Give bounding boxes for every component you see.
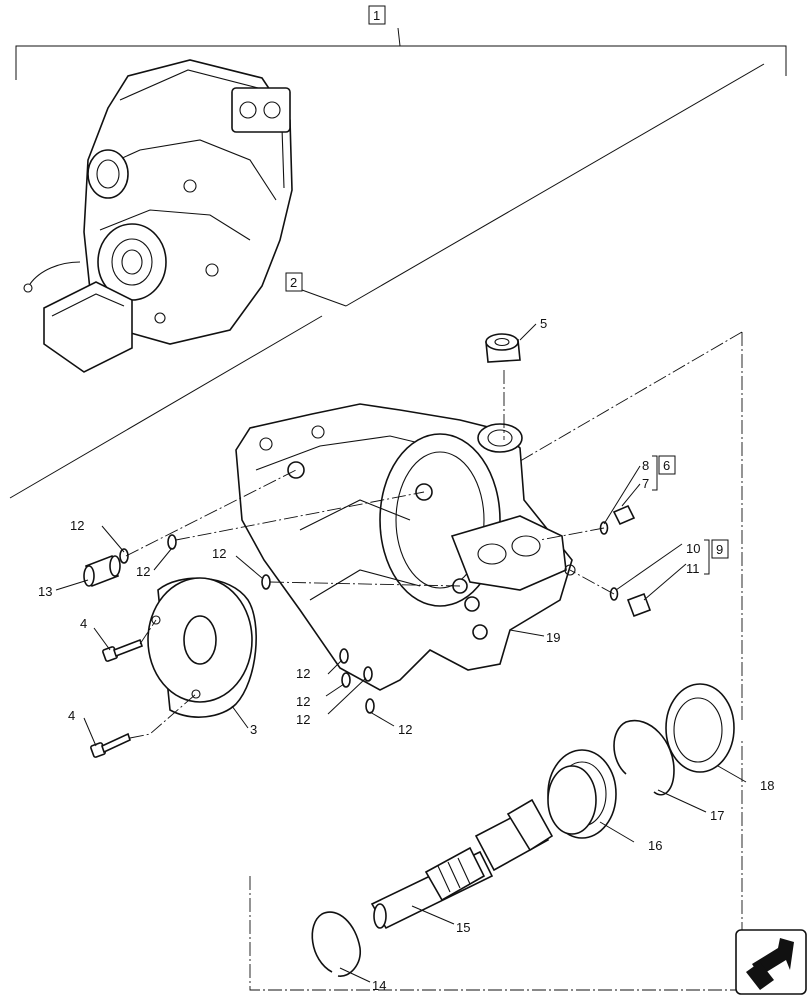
sleeve-13 (83, 554, 121, 588)
callout-12-c: 12 (212, 546, 226, 561)
assembly-bracket (15, 27, 787, 80)
callout-17: 17 (710, 808, 724, 823)
callout-12-b: 12 (136, 564, 150, 579)
shaft-15 (370, 798, 554, 930)
callout-box-9 (711, 539, 729, 559)
o-rings-12 (119, 534, 375, 714)
transmission-assembly (23, 59, 293, 373)
bolt-4-upper (102, 638, 144, 662)
bearing-16 (547, 749, 617, 839)
callout-6: 6 (663, 458, 670, 473)
plug-5 (485, 333, 521, 440)
callout-12-d: 12 (296, 666, 310, 681)
callout-19: 19 (546, 630, 560, 645)
callout-12-a: 12 (70, 518, 84, 533)
callout-14: 14 (372, 978, 386, 993)
callout-10: 10 (686, 541, 700, 556)
gear-housing (235, 403, 576, 691)
callout-1: 1 (373, 8, 380, 23)
leader-lines (55, 277, 747, 983)
callout-12-f: 12 (296, 712, 310, 727)
callout-15: 15 (456, 920, 470, 935)
callout-box-1 (368, 5, 386, 25)
callout-16: 16 (648, 838, 662, 853)
callout-4-upper: 4 (80, 616, 87, 631)
circlip-17 (613, 719, 675, 796)
cover-3 (147, 577, 257, 718)
callout-18: 18 (760, 778, 774, 793)
back-arrow-icon[interactable] (735, 929, 807, 995)
callout-box-6 (658, 455, 676, 475)
callout-4-lower: 4 (68, 708, 75, 723)
bolt-4-lower (90, 732, 131, 758)
callout-3: 3 (250, 722, 257, 737)
callout-8: 8 (642, 458, 649, 473)
seal-ring-18 (665, 683, 735, 773)
callout-11: 11 (686, 561, 700, 576)
separator-line (345, 63, 765, 307)
separator-line-lower (9, 315, 323, 499)
callout-9: 9 (716, 542, 723, 557)
alignment-lines (125, 469, 615, 739)
callout-2: 2 (290, 275, 297, 290)
plug-11 (609, 587, 652, 618)
snap-ring-14 (311, 911, 361, 977)
callout-7: 7 (642, 476, 649, 491)
plug-7 (599, 504, 636, 535)
callout-box-2 (285, 272, 303, 292)
callout-12-g: 12 (398, 722, 412, 737)
callout-12-e: 12 (296, 694, 310, 709)
callout-5: 5 (540, 316, 547, 331)
callout-13: 13 (38, 584, 52, 599)
